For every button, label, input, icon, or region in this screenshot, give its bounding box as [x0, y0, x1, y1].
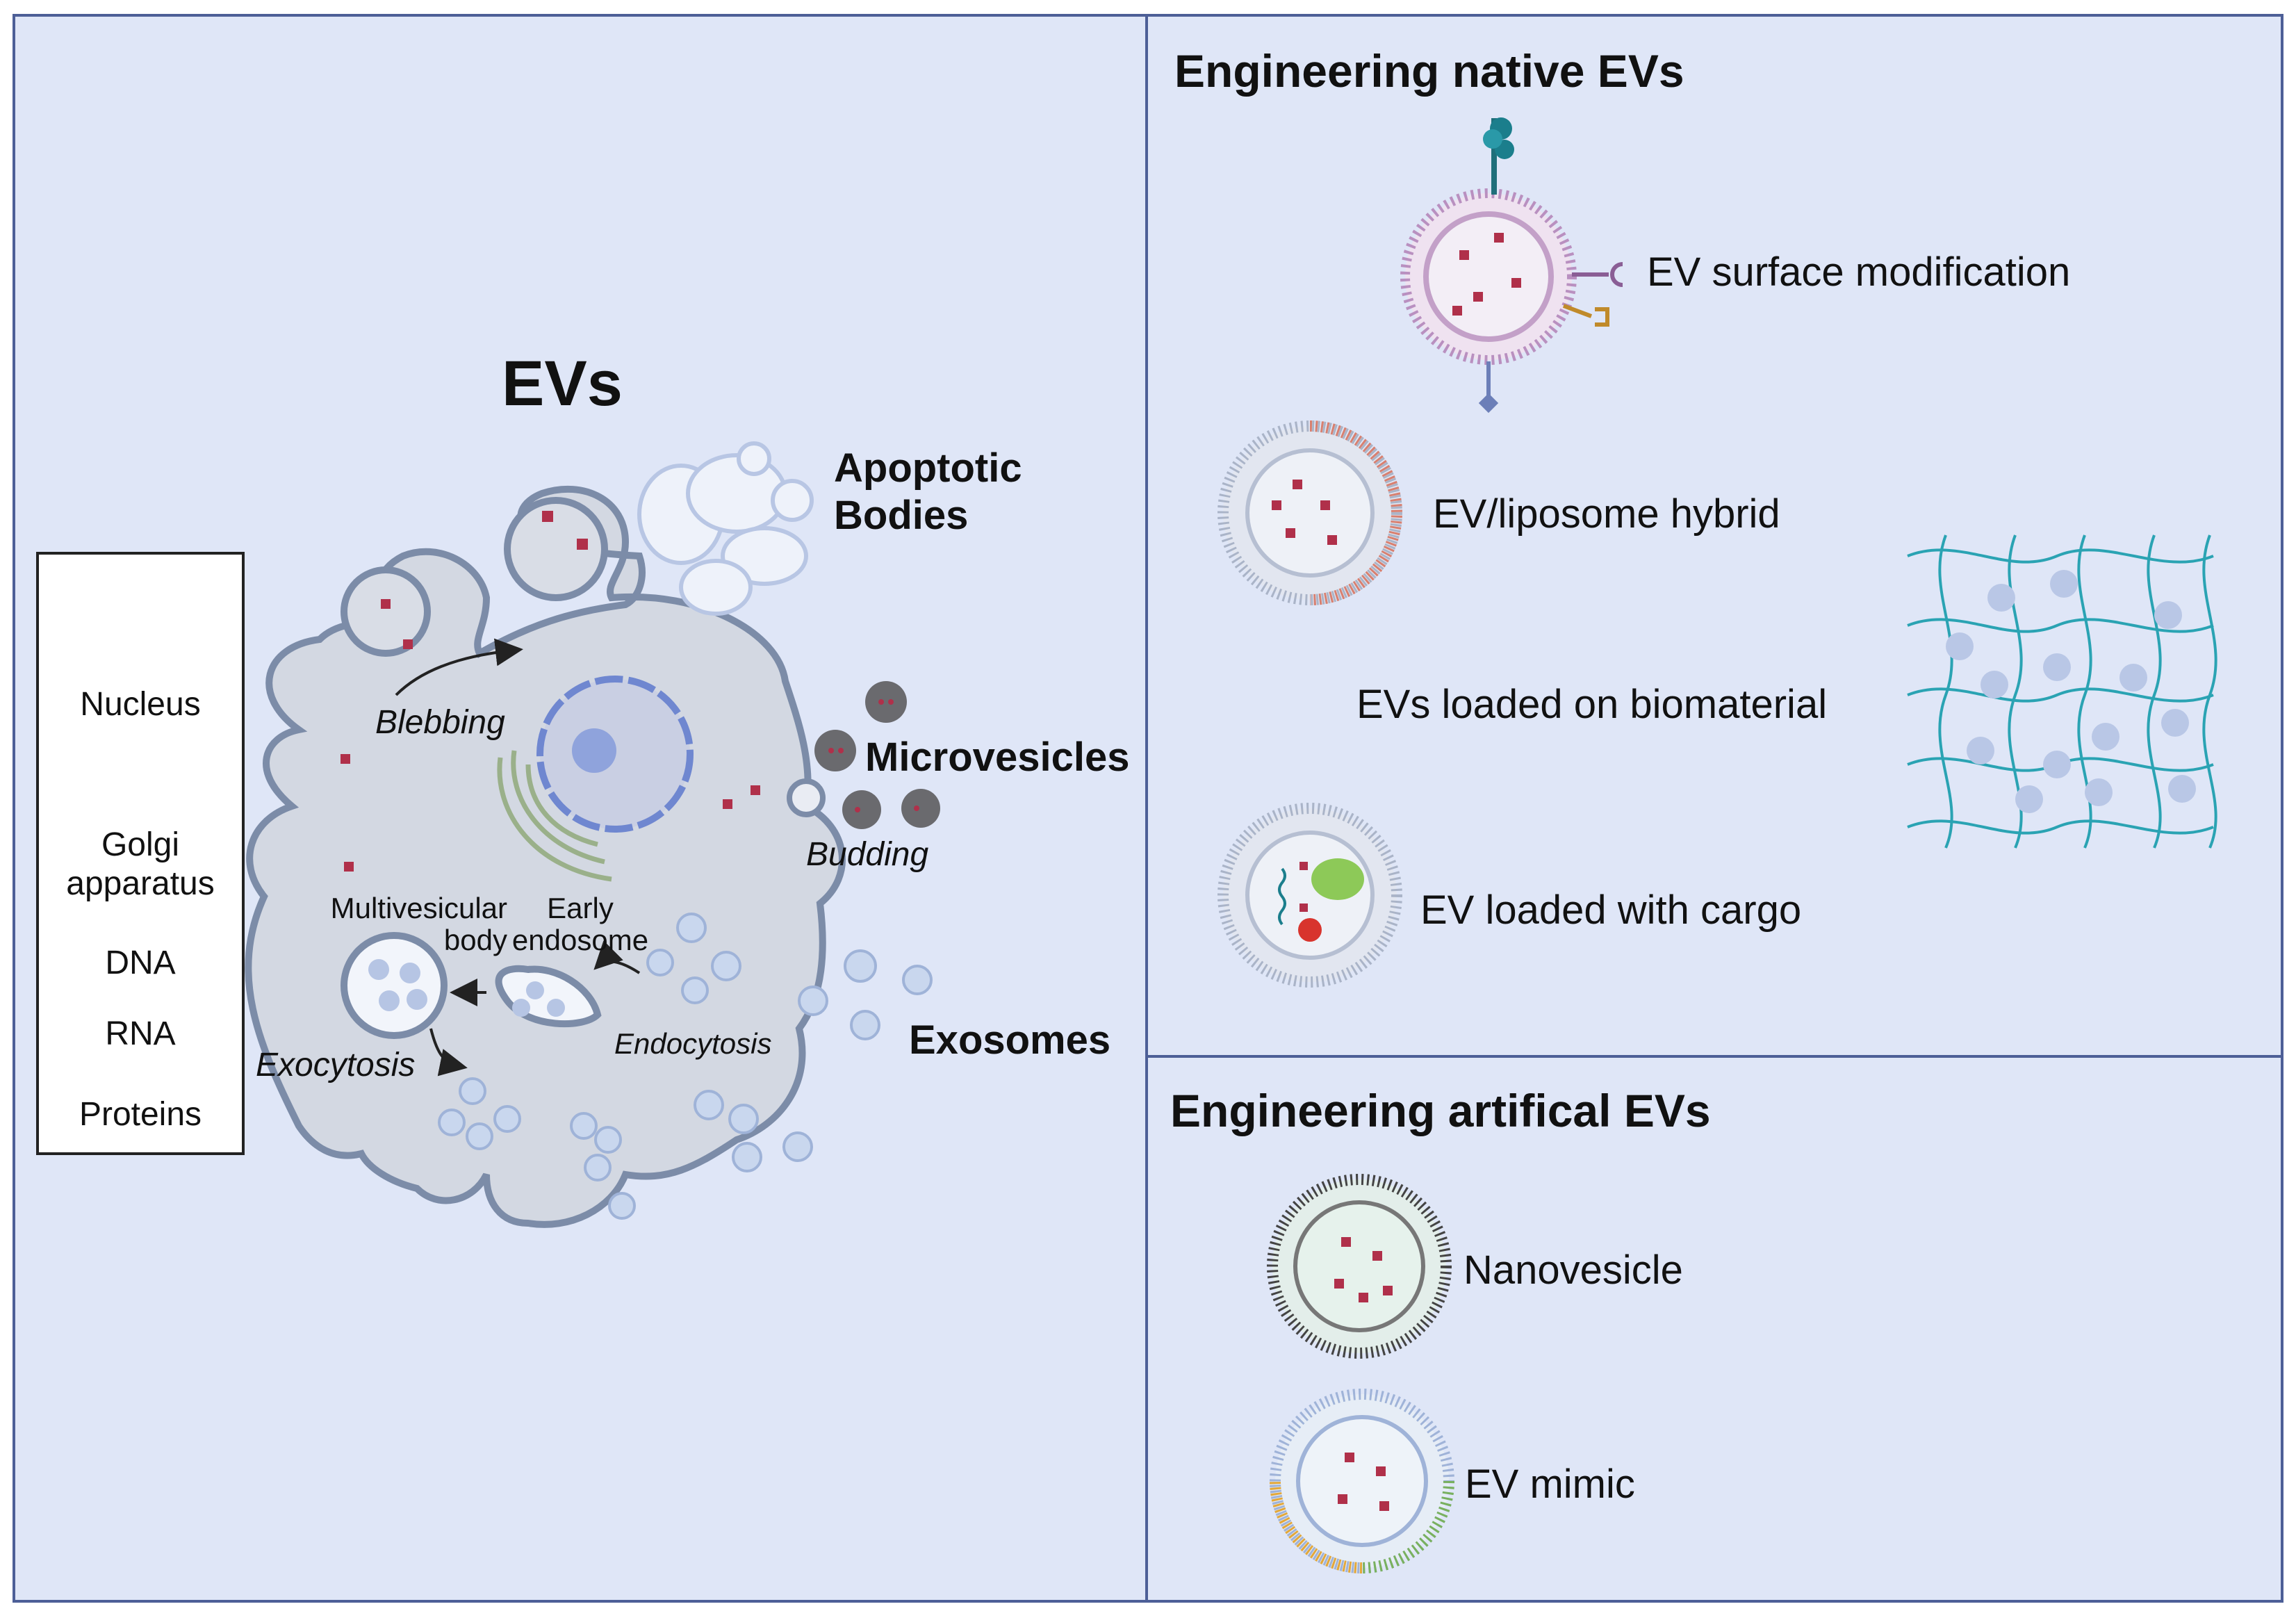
ev-mimic-illustration: [1270, 1389, 1454, 1573]
apoptotic-bodies-label: Apoptotic Bodies: [834, 445, 1022, 538]
legend-dna-label: DNA: [105, 944, 176, 981]
bleb-top: [504, 497, 608, 601]
legend: Nucleus Golgi apparatus DNA RNA Proteins: [36, 552, 245, 1155]
ev-surface-modification-label: EV surface modification: [1647, 250, 2071, 295]
nanovesicle-illustration: [1267, 1174, 1452, 1359]
endocytosis-arrow: [593, 940, 641, 974]
bleb-left: [341, 566, 431, 657]
exocytosis-label: Exocytosis: [256, 1047, 416, 1083]
endocytosis-label: Endocytosis: [614, 1027, 772, 1060]
legend-proteins-label: Proteins: [79, 1096, 202, 1133]
apoptotic-bodies-illustration: [637, 441, 814, 616]
ev-surface-modification-illustration: [1400, 117, 1623, 414]
exosomes-label: Exosomes: [909, 1017, 1111, 1063]
legend-nucleus-label: Nucleus: [80, 686, 201, 723]
microvesicles-label: Microvesicles: [865, 735, 1130, 780]
nanovesicle-label: Nanovesicle: [1463, 1248, 1683, 1293]
biomaterial-evs: [1946, 570, 2196, 813]
exosomes-illustration: [438, 913, 933, 1220]
budding-label: Budding: [806, 836, 929, 873]
golgi-apparatus: [497, 750, 612, 882]
multivesicular-body: [341, 932, 448, 1039]
cell-illustration: [245, 485, 846, 1228]
evs-title: EVs: [502, 348, 623, 419]
ev-cargo-label: EV loaded with cargo: [1420, 888, 1802, 933]
blebbing-label: Blebbing: [375, 704, 505, 741]
cell-proteins: [341, 511, 760, 872]
ev-mimic-label: EV mimic: [1465, 1462, 1635, 1507]
ev-cargo-illustration: [1217, 803, 1402, 988]
exocytosis-arrow: [429, 1028, 468, 1077]
legend-rna-label: RNA: [105, 1015, 176, 1052]
artificial-evs-heading: Engineering artifical EVs: [1170, 1085, 1711, 1136]
microvesicles-illustration: [814, 681, 940, 829]
legend-golgi-label: Golgi apparatus: [66, 826, 215, 902]
budding-vesicle: [787, 778, 826, 817]
ev-liposome-hybrid-label: EV/liposome hybrid: [1433, 491, 1780, 537]
ev-liposome-hybrid-illustration: [1217, 420, 1402, 605]
blebbing-arrow: [395, 638, 523, 696]
early-endosome-label: Early endosome: [511, 892, 649, 956]
native-evs-heading: Engineering native EVs: [1174, 45, 1684, 97]
evs-biomaterial-label: EVs loaded on biomaterial: [1356, 682, 1828, 727]
multivesicular-body-label: Multivesicular body: [330, 892, 507, 956]
